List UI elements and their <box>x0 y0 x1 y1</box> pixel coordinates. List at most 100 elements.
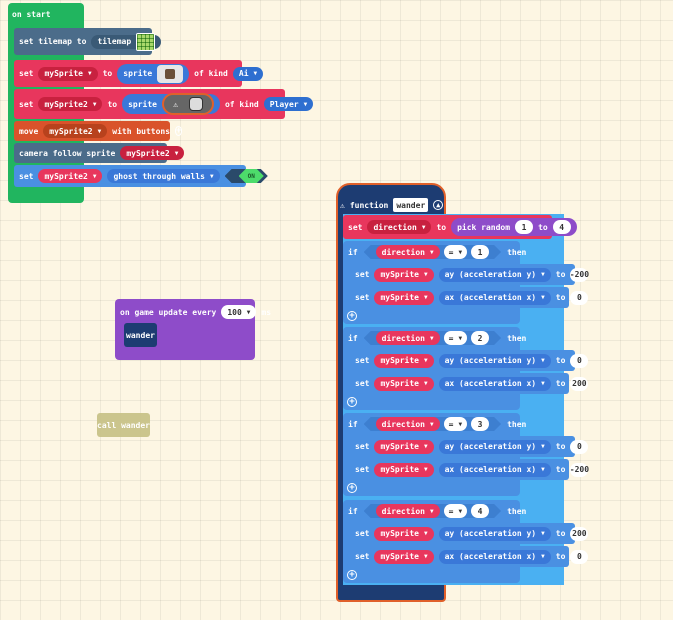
tilemap-value[interactable]: tilemap <box>91 32 162 51</box>
dropdown-arrow-icon: ▼ <box>458 420 463 428</box>
add-else-button[interactable]: + <box>347 570 357 580</box>
property-dropdown[interactable]: ay (acceleration y) ▼ <box>438 439 551 454</box>
property-dropdown[interactable]: ax (acceleration x) ▼ <box>438 549 551 564</box>
variable-dropdown[interactable]: direction ▼ <box>376 245 440 259</box>
property-dropdown[interactable]: ay (acceleration y) ▼ <box>438 267 551 282</box>
variable-dropdown[interactable]: mySprite ▼ <box>374 353 434 368</box>
variable-dropdown[interactable]: mySprite ▼ <box>374 526 434 541</box>
move-keyword: move <box>19 126 39 136</box>
interval-dropdown[interactable]: 100 ▼ <box>221 305 257 319</box>
call-wander-block[interactable]: wander <box>124 323 157 347</box>
set-sprite-property-block[interactable]: set mySprite ▼ ay (acceleration y) ▼ to … <box>350 523 589 544</box>
set-sprite-property-block[interactable]: set mySprite ▼ ay (acceleration y) ▼ to … <box>350 264 589 285</box>
comparison-block[interactable]: direction ▼ = ▼ 1 <box>364 245 501 259</box>
property-dropdown[interactable]: ax (acceleration x) ▼ <box>438 290 551 305</box>
compare-value[interactable]: 2 <box>471 331 489 345</box>
plus-icon[interactable]: + <box>347 570 357 580</box>
random-max[interactable]: 4 <box>552 220 571 234</box>
robot-sprite-icon[interactable] <box>157 64 184 83</box>
dropdown-arrow-icon: ▼ <box>458 248 463 256</box>
kind-dropdown[interactable]: Player ▼ <box>263 97 314 111</box>
dropdown-arrow-icon: ▼ <box>92 100 97 108</box>
camera-follow-block[interactable]: camera follow sprite mySprite2 ▼ <box>14 143 185 163</box>
operator-value: = <box>448 419 454 429</box>
pick-random-block[interactable]: pick random 1 to 4 <box>451 218 577 236</box>
variable-dropdown[interactable]: mySprite2 ▼ <box>38 169 103 183</box>
random-min[interactable]: 1 <box>515 220 534 234</box>
set-sprite-property-block[interactable]: set mySprite ▼ ax (acceleration x) ▼ to … <box>350 546 589 567</box>
set-tilemap-block[interactable]: set tilemap to tilemap <box>14 28 162 55</box>
property-value[interactable]: 200 <box>570 526 589 541</box>
set-direction-block[interactable]: set direction ▼ to pick random 1 to 4 <box>343 215 577 239</box>
variable-dropdown[interactable]: mySprite2 ▼ <box>120 146 185 160</box>
sprite-image-block[interactable]: sprite <box>117 63 190 84</box>
plus-icon[interactable]: + <box>175 125 183 136</box>
property-value[interactable]: 0 <box>570 439 589 454</box>
plus-icon[interactable]: + <box>347 397 357 407</box>
variable-dropdown[interactable]: direction ▼ <box>376 504 440 518</box>
add-else-button[interactable]: + <box>347 311 357 321</box>
with-buttons-keyword: with buttons <box>112 126 171 136</box>
set-sprite-property-block[interactable]: set mySprite ▼ ay (acceleration y) ▼ to … <box>350 350 589 371</box>
variable-dropdown[interactable]: mySprite2 ▼ <box>43 124 108 138</box>
compare-value[interactable]: 3 <box>471 417 489 431</box>
set-sprite-property-block[interactable]: set mySprite ▼ ax (acceleration x) ▼ to … <box>350 287 589 308</box>
variable-dropdown[interactable]: mySprite ▼ <box>374 376 434 391</box>
sprite-image-block[interactable]: sprite ⚠ <box>122 93 220 115</box>
disabled-call-wander-block[interactable]: call wander <box>97 413 150 437</box>
operator-dropdown[interactable]: = ▼ <box>444 504 467 518</box>
plus-icon[interactable]: + <box>347 483 357 493</box>
set-sprite-property-block[interactable]: set mySprite ▼ ax (acceleration x) ▼ to … <box>350 373 589 394</box>
variable-dropdown[interactable]: direction ▼ <box>367 220 432 234</box>
compare-value[interactable]: 1 <box>471 245 489 259</box>
set-sprite-property-block[interactable]: set mySprite ▼ ax (acceleration x) ▼ to … <box>350 459 589 480</box>
property-value[interactable]: 0 <box>570 353 589 368</box>
move-with-buttons-block[interactable]: move mySprite2 ▼ with buttons + <box>14 121 183 141</box>
compare-value[interactable]: 4 <box>471 504 489 518</box>
property-dropdown[interactable]: ax (acceleration x) ▼ <box>438 376 551 391</box>
variable-dropdown[interactable]: direction ▼ <box>376 417 440 431</box>
variable-dropdown[interactable]: mySprite2 ▼ <box>38 97 103 111</box>
operator-dropdown[interactable]: = ▼ <box>444 417 467 431</box>
variable-dropdown[interactable]: mySprite ▼ <box>374 290 434 305</box>
comparison-block[interactable]: direction ▼ = ▼ 4 <box>364 504 501 518</box>
flag-dropdown[interactable]: ghost through walls ▼ <box>107 169 220 183</box>
variable-dropdown[interactable]: mySprite ▼ <box>374 549 434 564</box>
property-value[interactable]: -200 <box>570 267 589 282</box>
property-name: ax (acceleration x) <box>444 379 537 388</box>
variable-name: mySprite <box>380 293 419 302</box>
set-mysprite-block[interactable]: set mySprite ▼ to sprite of kind Ai ▼ <box>14 60 264 87</box>
operator-dropdown[interactable]: = ▼ <box>444 331 467 345</box>
operator-dropdown[interactable]: = ▼ <box>444 245 467 259</box>
add-else-button[interactable]: + <box>347 483 357 493</box>
set-keyword: set <box>355 465 370 474</box>
tilemap-thumbnail-icon[interactable] <box>136 32 156 51</box>
set-sprite-property-block[interactable]: set mySprite ▼ ay (acceleration y) ▼ to … <box>350 436 589 457</box>
property-value[interactable]: -200 <box>570 462 589 477</box>
property-dropdown[interactable]: ay (acceleration y) ▼ <box>438 353 551 368</box>
variable-dropdown[interactable]: direction ▼ <box>376 331 440 345</box>
function-keyword: function <box>349 200 389 210</box>
variable-dropdown[interactable]: mySprite ▼ <box>374 267 434 282</box>
kind-dropdown[interactable]: Ai ▼ <box>232 66 264 81</box>
property-value[interactable]: 0 <box>570 290 589 305</box>
variable-dropdown[interactable]: mySprite ▼ <box>374 439 434 454</box>
collapse-chevron-icon[interactable]: ▲ <box>433 200 444 210</box>
add-else-button[interactable]: + <box>347 397 357 407</box>
function-name-field[interactable]: wander <box>393 198 429 212</box>
dropdown-arrow-icon: ▼ <box>423 357 428 364</box>
property-dropdown[interactable]: ax (acceleration x) ▼ <box>438 462 551 477</box>
property-value[interactable]: 200 <box>570 376 589 391</box>
operator-value: = <box>448 247 454 257</box>
plus-icon[interactable]: + <box>347 311 357 321</box>
toggle-switch[interactable]: ON <box>225 169 268 183</box>
comparison-block[interactable]: direction ▼ = ▼ 2 <box>364 331 501 345</box>
property-dropdown[interactable]: ay (acceleration y) ▼ <box>438 526 551 541</box>
variable-dropdown[interactable]: mySprite ▼ <box>38 66 98 81</box>
property-value[interactable]: 0 <box>570 549 589 564</box>
set-mysprite2-block[interactable]: set mySprite2 ▼ to sprite ⚠ of kind Play… <box>14 89 314 119</box>
player-sprite-icon[interactable]: ⚠ <box>161 93 214 115</box>
variable-dropdown[interactable]: mySprite ▼ <box>374 462 434 477</box>
comparison-block[interactable]: direction ▼ = ▼ 3 <box>364 417 501 431</box>
set-ghost-block[interactable]: set mySprite2 ▼ ghost through walls ▼ ON <box>14 165 246 187</box>
